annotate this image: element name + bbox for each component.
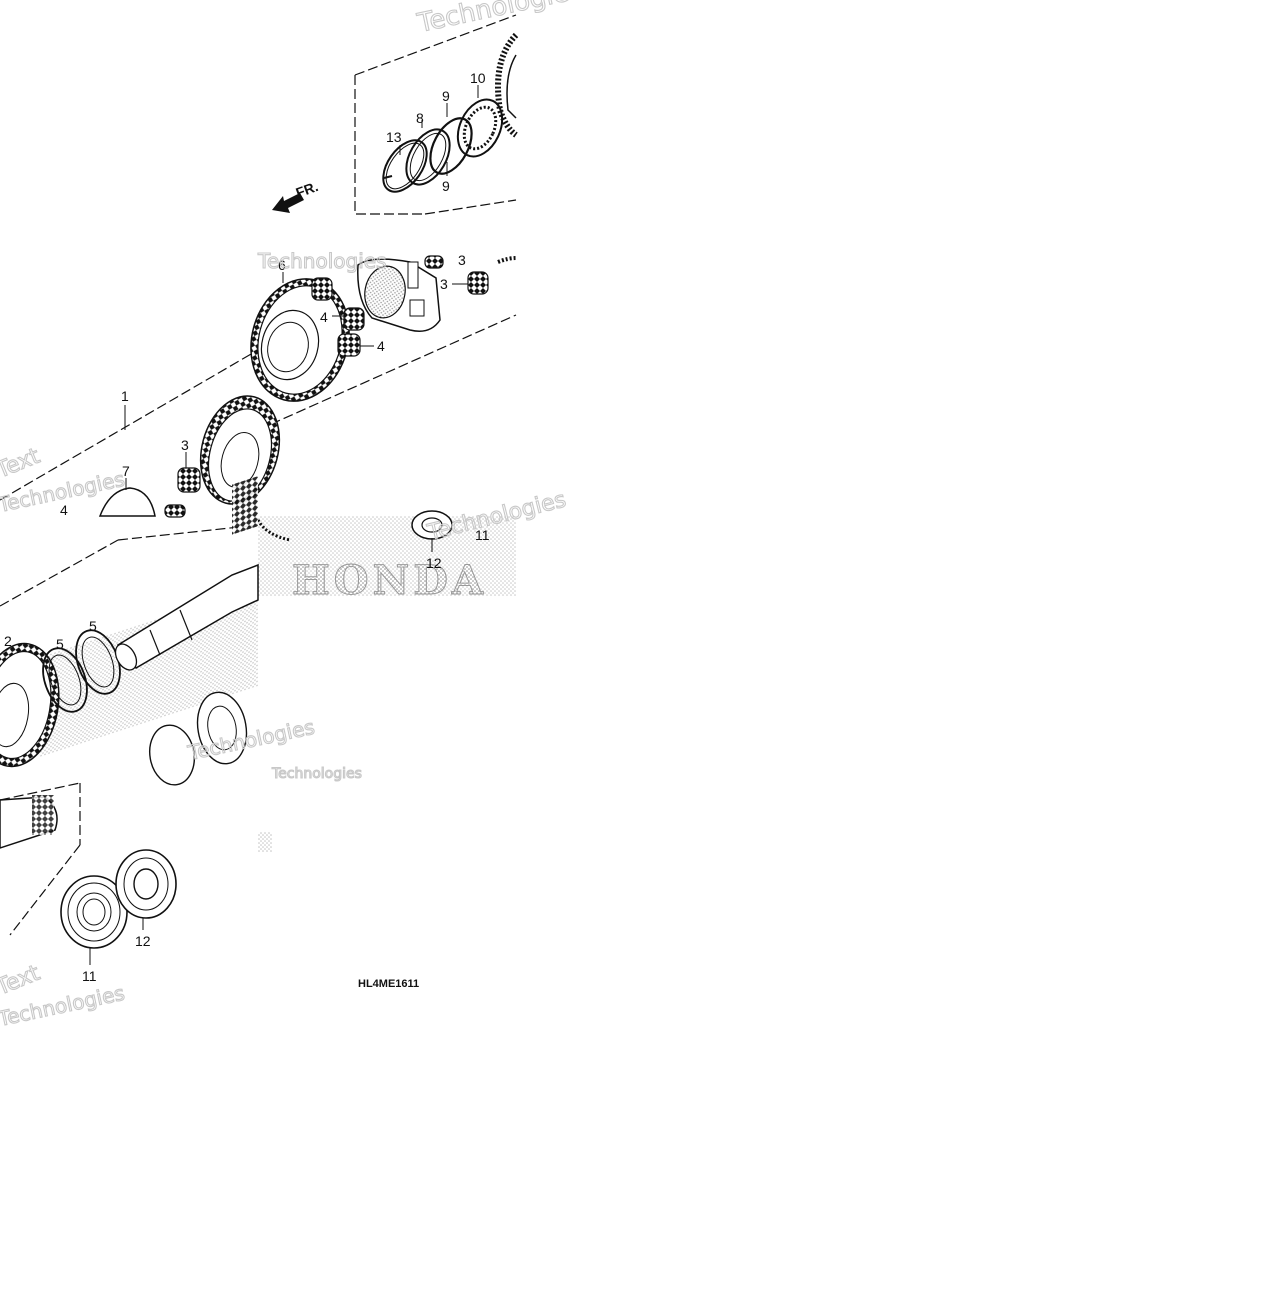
washer-8 (405, 120, 451, 186)
tile-bearings: 12 11 Text Technologies (0, 782, 177, 1032)
bearing-12-small (411, 510, 453, 552)
damper-plate-7 (98, 478, 156, 517)
tile-brand: HONDA 12 11 Technologies (256, 487, 569, 605)
shaft-end (0, 795, 58, 849)
watermark-tile6-text: Text (0, 961, 44, 1001)
tile-gear-main: 1 3 7 4 Text Technologies (0, 349, 281, 518)
callout-13: 13 (386, 129, 402, 145)
watermark-fragment: Technologies (271, 766, 362, 782)
callout-9-bottom: 9 (442, 178, 450, 194)
callout-5-a: 5 (56, 636, 64, 652)
front-marker-label: FR. (294, 178, 321, 201)
watermark-tile1: Technologies (414, 0, 585, 39)
spring-3-left (177, 452, 201, 493)
callout-4-b: 4 (377, 338, 385, 354)
damper-hub (357, 258, 441, 332)
callout-6: 6 (278, 257, 286, 273)
halftone-fragment (258, 832, 272, 852)
bearing-12 (115, 849, 177, 930)
front-direction-arrow: FR. (272, 178, 320, 213)
spring-3-right (452, 271, 489, 295)
callout-11: 11 (82, 968, 97, 984)
callout-4-left: 4 (60, 502, 68, 518)
brand-watermark: HONDA (292, 557, 487, 604)
callout-3-top: 3 (458, 252, 466, 268)
spring-4-a (332, 307, 365, 331)
tile-shaft: 2 5 5 Technologies (0, 476, 317, 786)
callout-5-b: 5 (89, 618, 97, 634)
spring-3-top (311, 277, 333, 301)
callout-3-right: 3 (440, 276, 448, 292)
callout-3-left: 3 (181, 437, 189, 453)
spring-3-right-top (424, 255, 444, 269)
callout-8: 8 (416, 110, 424, 126)
watermark-tile2: Technologies (257, 249, 386, 273)
callout-12-small: 12 (426, 555, 442, 571)
callout-4-a: 4 (320, 309, 328, 325)
tile-rings: FR. 13 8 9 9 10 Technologies (272, 0, 585, 215)
callout-12: 12 (135, 933, 151, 949)
gear-2-lower (0, 642, 60, 768)
gear-6 (250, 272, 350, 402)
callout-1: 1 (121, 388, 129, 404)
spring-4-b (337, 333, 374, 357)
thrust-washer-10 (456, 85, 504, 158)
callout-7: 7 (122, 463, 130, 479)
tile-gear-springs: 6 4 4 3 3 Technologies (250, 248, 517, 431)
washer-5-a (42, 647, 88, 713)
circlip-13 (382, 139, 428, 193)
callout-11-small: 11 (475, 527, 490, 543)
callout-2: 2 (4, 633, 12, 649)
spring-4-left (164, 504, 186, 518)
bearing-11 (60, 875, 128, 965)
bearing-shadow-pair (149, 691, 248, 786)
callout-10: 10 (470, 70, 486, 86)
callout-9-top: 9 (442, 88, 450, 104)
drawing-code: HL4ME1611 (358, 978, 419, 990)
gear-partial-top (495, 32, 519, 138)
mainshaft (114, 476, 259, 671)
